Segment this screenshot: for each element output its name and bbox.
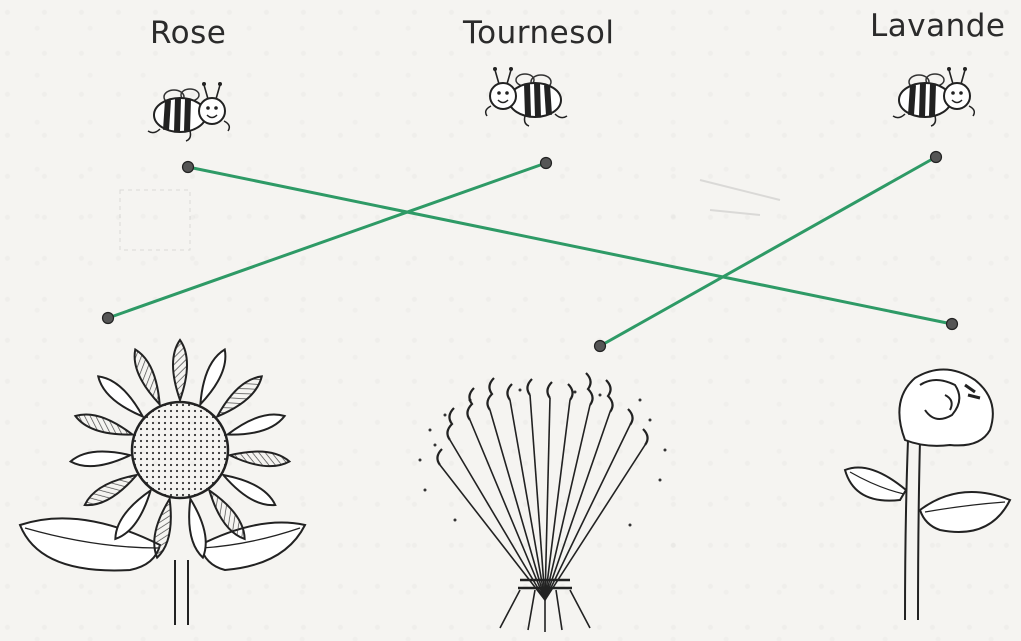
match-line-rose [188,167,952,324]
dot-rose [183,162,194,173]
dot-lavande [931,152,942,163]
connection-dots [103,152,958,352]
dot-rose [947,319,958,330]
dot-lavender [595,341,606,352]
match-line-tournesol [108,163,546,318]
erased-pencil-marks [120,180,780,250]
dot-tournesol [541,158,552,169]
dot-sunflower [103,313,114,324]
sunflower-drawing-icon [20,340,305,625]
bee-tournesol-icon [486,67,567,126]
bee-rose-icon [148,82,229,141]
match-line-lavande [600,157,936,346]
bee-lavande-icon [893,67,974,126]
rose-drawing-icon [845,369,1010,620]
match-lines [108,157,952,346]
lavender-bouquet-drawing-icon [419,373,667,632]
